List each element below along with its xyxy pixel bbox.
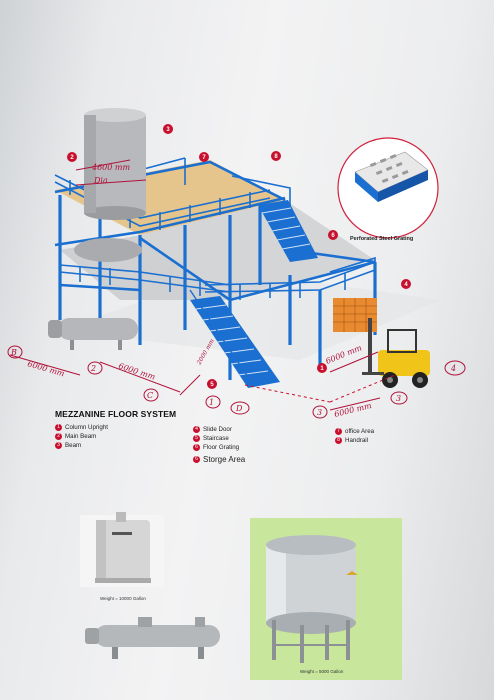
storage-tank bbox=[84, 108, 146, 220]
hw-tank-dia: Dia bbox=[93, 176, 108, 185]
hw-dim-d: 6000 mm bbox=[333, 401, 373, 419]
svg-text:3: 3 bbox=[166, 127, 170, 133]
marker-7 bbox=[199, 152, 209, 162]
mixer-weight-label: Weight = 5000 Gallon bbox=[300, 669, 344, 674]
mixer-tank bbox=[266, 535, 358, 663]
marker-2 bbox=[67, 152, 77, 162]
marker-3 bbox=[163, 124, 173, 134]
heat-exchanger bbox=[48, 318, 138, 350]
hw-letter-c: C bbox=[147, 391, 153, 400]
hw-num-2: 2 bbox=[90, 364, 96, 373]
hw-num-4: 4 bbox=[450, 364, 456, 373]
svg-text:4: 4 bbox=[404, 282, 408, 288]
hw-tank-dims: 4600 mm bbox=[91, 163, 130, 172]
hw-num-3: 3 bbox=[396, 394, 401, 403]
hw-num-3b: 3 bbox=[317, 408, 322, 417]
staircase-lower bbox=[189, 289, 280, 388]
handwritten-annotations bbox=[7, 159, 466, 419]
svg-text:8: 8 bbox=[274, 154, 278, 160]
grating-detail bbox=[337, 137, 439, 239]
hw-dim-a: 6000 mm bbox=[26, 359, 65, 378]
exchanger-photo bbox=[85, 617, 220, 659]
marker-6 bbox=[328, 230, 338, 240]
marker-4 bbox=[401, 279, 411, 289]
tank-weight-label: Weight = 10000 Gallon bbox=[100, 596, 146, 601]
hw-dim-b: 6000 mm bbox=[117, 361, 156, 381]
svg-text:5: 5 bbox=[210, 382, 214, 388]
tank-photo bbox=[80, 512, 164, 587]
marker-8 bbox=[271, 151, 281, 161]
hw-letter-b: B bbox=[10, 348, 17, 357]
legend-title: MEZZANINE FLOOR SYSTEM bbox=[55, 409, 177, 419]
callout-markers bbox=[67, 124, 411, 389]
svg-text:2: 2 bbox=[70, 155, 74, 161]
floor-grating bbox=[140, 200, 375, 300]
forklift bbox=[362, 318, 430, 388]
svg-text:7: 7 bbox=[202, 155, 206, 161]
hw-letter-d: D bbox=[235, 404, 243, 413]
marker-1 bbox=[317, 363, 327, 373]
svg-text:6: 6 bbox=[331, 233, 335, 239]
handrail bbox=[54, 157, 376, 300]
marker-5 bbox=[207, 379, 217, 389]
svg-text:1: 1 bbox=[320, 366, 324, 372]
dome-vessel bbox=[74, 238, 142, 262]
staircase-upper bbox=[258, 200, 318, 262]
grating-label: Perforated Steel Grating bbox=[350, 236, 414, 242]
hw-num-1: 1 bbox=[209, 398, 214, 407]
